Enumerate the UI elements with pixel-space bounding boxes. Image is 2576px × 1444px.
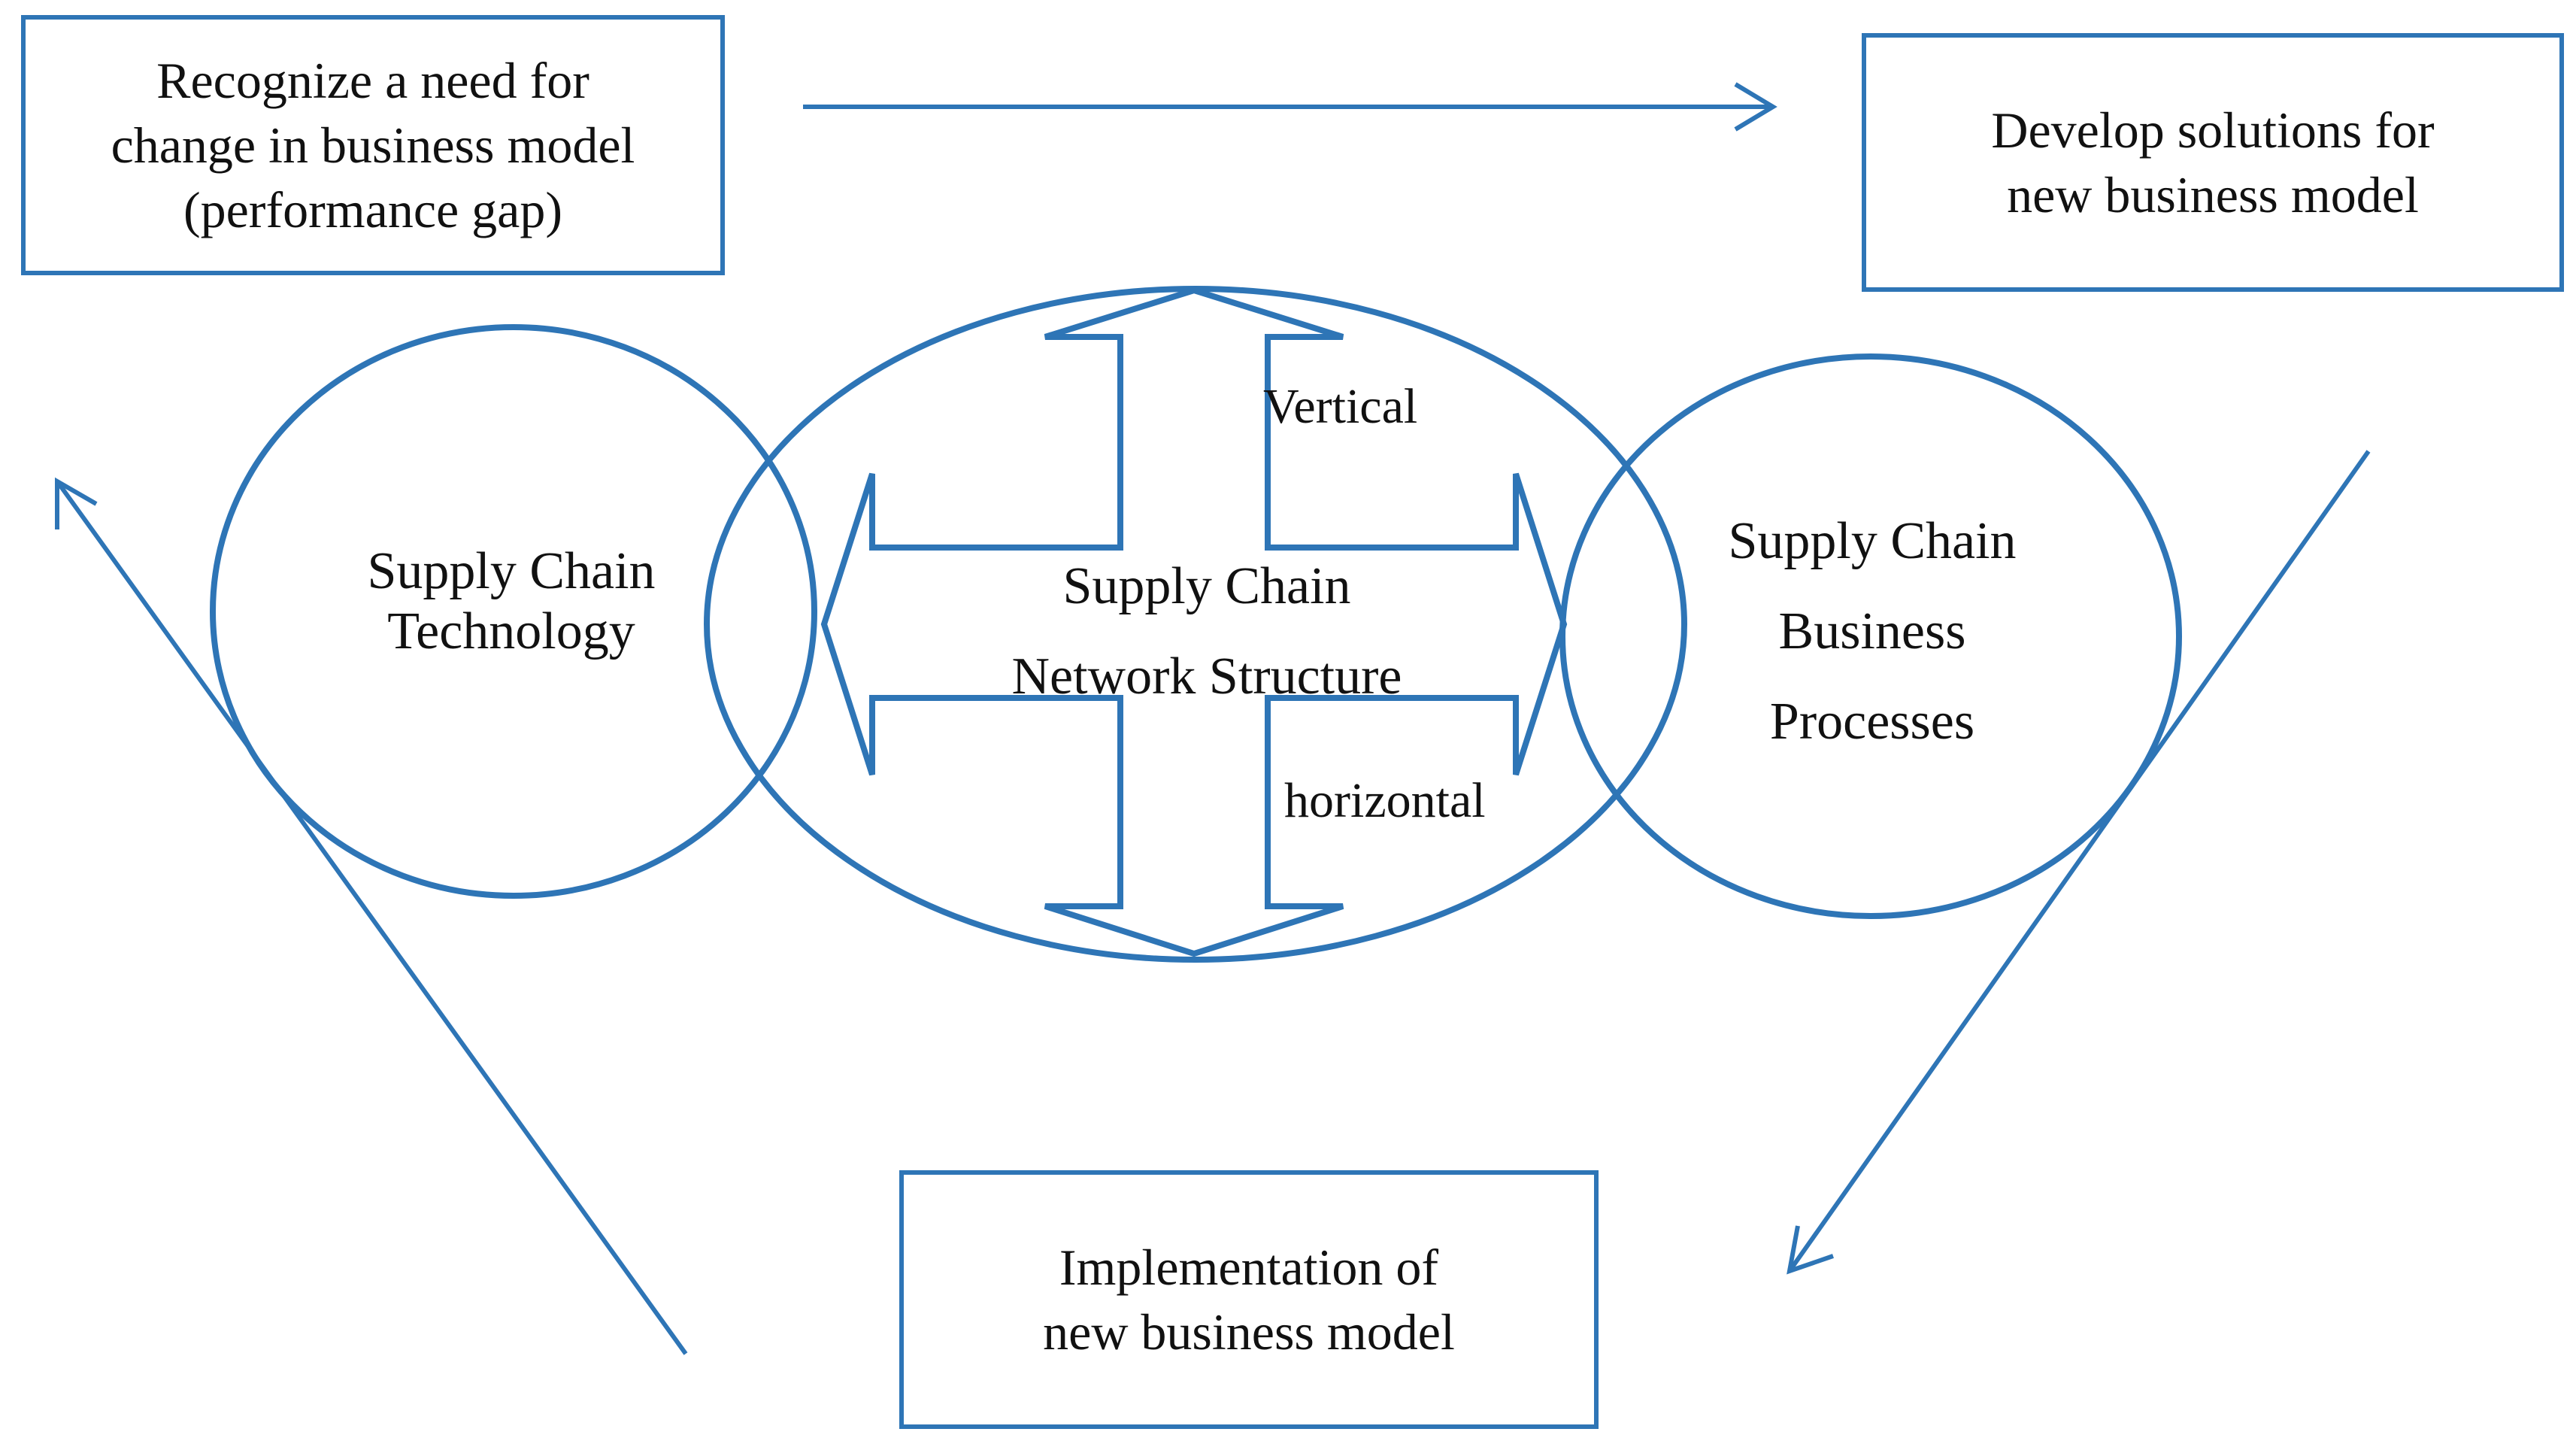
business-processes-label: Supply Chain Business Processes [1728,512,2017,751]
develop-solutions-text: Develop solutions for new business model [1991,102,2435,223]
technology-label: Supply Chain Technology [367,542,656,660]
four-way-cross-arrow [820,287,1568,957]
arrow-develop-to-implement-head [1787,1225,1834,1275]
recognize-need-box: Recognize a need for change in business … [21,15,725,275]
implementation-box: Implementation of new business model [899,1170,1599,1429]
horizontal-label: horizontal [1284,773,1486,828]
recognize-need-text: Recognize a need for change in business … [111,52,635,238]
arrow-implement-to-recognize-line [55,480,688,1355]
network-structure-label: Supply Chain Network Structure [1011,557,1402,705]
develop-solutions-box: Develop solutions for new business model [1862,33,2564,292]
vertical-label: Vertical [1263,379,1418,434]
arrow-recognize-to-develop-head [1734,82,1777,132]
implementation-text: Implementation of new business model [1043,1239,1455,1361]
arrow-implement-to-recognize-head [55,477,98,529]
arrow-develop-to-implement-line [1787,450,2371,1273]
technology-circle [210,324,817,899]
